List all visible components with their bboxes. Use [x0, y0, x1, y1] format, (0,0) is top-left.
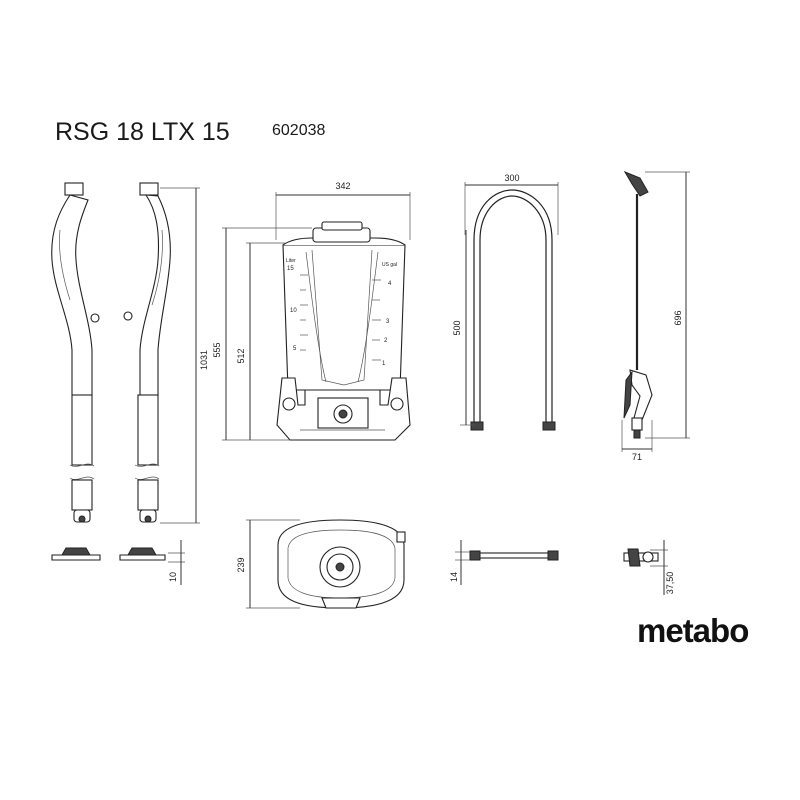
scale-mark-10: 10: [290, 308, 297, 314]
dimension-frame-tube: 14: [449, 540, 470, 585]
dimension-lance-nozzle: 37,50: [650, 540, 675, 595]
dim-tank-depth-label: 239: [236, 557, 246, 572]
dim-lance-nozzle-label: 37,50: [665, 572, 675, 595]
dimension-frame-width: 300: [464, 173, 559, 235]
frame-side-view: [469, 550, 559, 561]
metabo-logo: metabo: [637, 612, 749, 649]
dimension-tank-body-height: 512: [236, 242, 285, 440]
dimension-frame-height: 500: [452, 230, 475, 426]
frame-tube: [470, 189, 556, 431]
dimension-lance-length: 696: [645, 171, 690, 439]
tank-front-view: [276, 221, 411, 441]
dim-strap-thickness-label: 10: [168, 572, 178, 582]
scale-mark-3: 3: [386, 319, 390, 325]
dim-frame-width-label: 300: [504, 173, 519, 183]
article-number: 602038: [272, 122, 326, 139]
scale-mark-5: 5: [293, 346, 297, 352]
dim-lance-length-label: 696: [673, 310, 683, 325]
lance-top-view: [623, 548, 659, 567]
dim-tank-total-height-label: 555: [212, 342, 222, 357]
shoulder-strap-left: [51, 182, 100, 523]
dimension-lance-grip: 71: [621, 420, 653, 462]
scale-mark-2: 2: [384, 338, 388, 344]
tank-top-view: [277, 519, 406, 609]
dimension-strap-height: 1031: [160, 187, 209, 524]
shoulder-strap-right: [123, 182, 171, 523]
scale-unit-liter: Liter: [286, 258, 296, 264]
dim-tank-width-label: 342: [335, 181, 350, 191]
dimension-tank-depth: 239: [236, 519, 300, 609]
tank-scale-right: US gal 4 3 2 1: [372, 262, 397, 367]
spray-lance: [623, 170, 653, 439]
scale-mark-1: 1: [382, 361, 386, 367]
dim-frame-height-label: 500: [452, 320, 462, 335]
scale-mark-4: 4: [388, 281, 392, 287]
strap-buckle-left: [51, 547, 101, 561]
dim-tank-body-height-label: 512: [236, 348, 246, 363]
strap-buckle-right: [119, 547, 166, 561]
dimension-tank-width: 342: [275, 181, 411, 240]
scale-unit-gal: US gal: [382, 262, 397, 268]
model-title: RSG 18 LTX 15: [55, 118, 230, 146]
dim-strap-height-label: 1031: [199, 350, 209, 370]
scale-mark-15: 15: [287, 266, 294, 272]
tank-scale-left: Liter 15 10 5: [286, 258, 308, 352]
dimension-strap-thickness: 10: [168, 540, 185, 585]
dim-frame-tube-label: 14: [449, 572, 459, 582]
dim-lance-grip-label: 71: [632, 452, 642, 462]
dimension-tank-total-height: 555: [212, 227, 312, 441]
